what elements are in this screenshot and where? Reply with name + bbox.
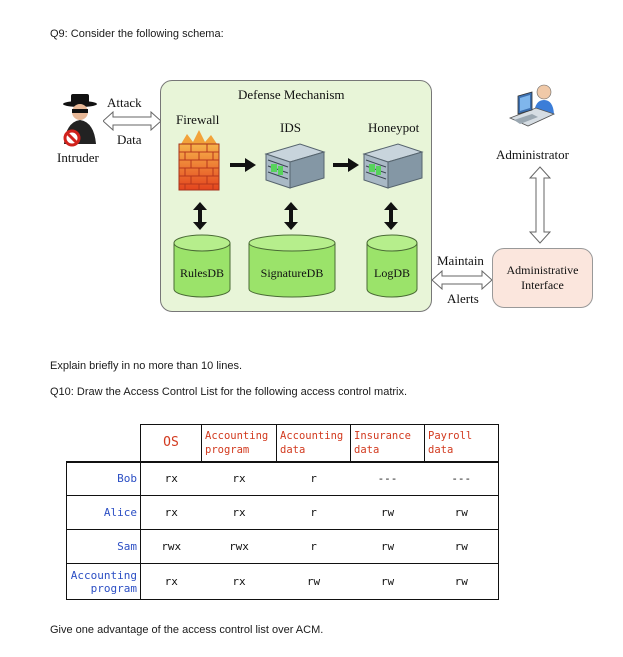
signature-db-label: SignatureDB <box>260 266 324 280</box>
double-arrow-vertical-icon <box>384 202 398 230</box>
admin-interface-line2: Interface <box>521 278 564 292</box>
log-db-label: LogDB <box>374 266 410 280</box>
matrix-cell: r <box>276 529 351 564</box>
row-header: Bob <box>66 460 141 496</box>
matrix-cell: rw <box>424 563 499 600</box>
matrix-cell: rw <box>350 563 425 600</box>
double-arrow-horizontal-icon <box>432 270 492 290</box>
alerts-label: Alerts <box>447 291 479 306</box>
ids-server-icon <box>264 143 326 189</box>
rules-db-label: RulesDB <box>179 266 224 280</box>
matrix-cell: rx <box>140 563 202 600</box>
matrix-cell: rx <box>140 460 202 496</box>
matrix-cell: rwx <box>201 529 277 564</box>
intruder-icon <box>63 94 97 147</box>
matrix-cell: rw <box>276 563 351 600</box>
signature-db: SignatureDB <box>248 234 336 298</box>
firewall-icon <box>178 130 220 191</box>
log-db: LogDB <box>366 234 418 298</box>
admin-interface-line1: Administrative <box>506 263 579 277</box>
matrix-cell: r <box>276 495 351 530</box>
table-row: Bob rx rx r --- --- <box>66 460 499 496</box>
matrix-cell: rwx <box>140 529 202 564</box>
arrow-right-icon <box>230 158 256 172</box>
column-header: OS <box>140 424 202 462</box>
administrative-interface: Administrative Interface <box>492 248 593 308</box>
double-arrow-horizontal-icon <box>103 111 161 131</box>
matrix-cell: r <box>276 460 351 496</box>
matrix-cell: rw <box>424 495 499 530</box>
matrix-cell: rw <box>350 495 425 530</box>
matrix-cell: rx <box>140 495 202 530</box>
double-arrow-vertical-icon <box>284 202 298 230</box>
matrix-cell: --- <box>424 460 499 496</box>
firewall-label: Firewall <box>176 112 220 127</box>
matrix-cell: rx <box>201 460 277 496</box>
q9-instruction: Explain briefly in no more than 10 lines… <box>50 360 242 372</box>
honeypot-server-icon <box>362 143 424 189</box>
attack-label: Attack <box>107 95 142 110</box>
row-header: Sam <box>66 529 141 564</box>
arrow-right-icon <box>333 158 359 172</box>
table-row: Sam rwx rwx r rw rw <box>66 529 499 564</box>
ids-label: IDS <box>280 120 301 135</box>
administrator-label: Administrator <box>496 147 569 162</box>
matrix-cell: rw <box>350 529 425 564</box>
double-arrow-vertical-icon <box>193 202 207 230</box>
honeypot-label: Honeypot <box>368 120 420 135</box>
matrix-corner <box>67 425 141 462</box>
q10-footer: Give one advantage of the access control… <box>50 624 324 636</box>
q10-title: Q10: Draw the Access Control List for th… <box>50 386 408 398</box>
defense-mechanism-title: Defense Mechanism <box>238 87 345 102</box>
data-label: Data <box>117 132 142 147</box>
row-header: Alice <box>66 495 141 530</box>
double-arrow-vertical-outline-icon <box>529 166 551 244</box>
rules-db: RulesDB <box>173 234 231 298</box>
administrator-icon <box>508 84 556 127</box>
matrix-cell: rx <box>201 563 277 600</box>
intruder-label: Intruder <box>57 150 99 165</box>
matrix-cell: rx <box>201 495 277 530</box>
maintain-label: Maintain <box>437 253 484 268</box>
q9-title: Q9: Consider the following schema: <box>50 28 224 40</box>
matrix-cell: rw <box>424 529 499 564</box>
matrix-cell: --- <box>350 460 425 496</box>
table-row: Alice rx rx r rw rw <box>66 495 499 530</box>
